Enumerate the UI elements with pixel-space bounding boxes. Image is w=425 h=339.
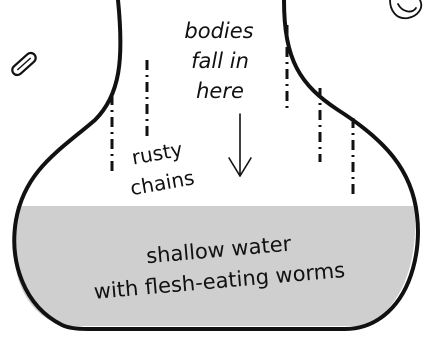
fall-label-line1: bodies <box>184 19 253 43</box>
fall-label-line3: here <box>196 79 244 103</box>
fall-label-line2: fall in <box>191 49 249 73</box>
water-area <box>13 206 415 326</box>
